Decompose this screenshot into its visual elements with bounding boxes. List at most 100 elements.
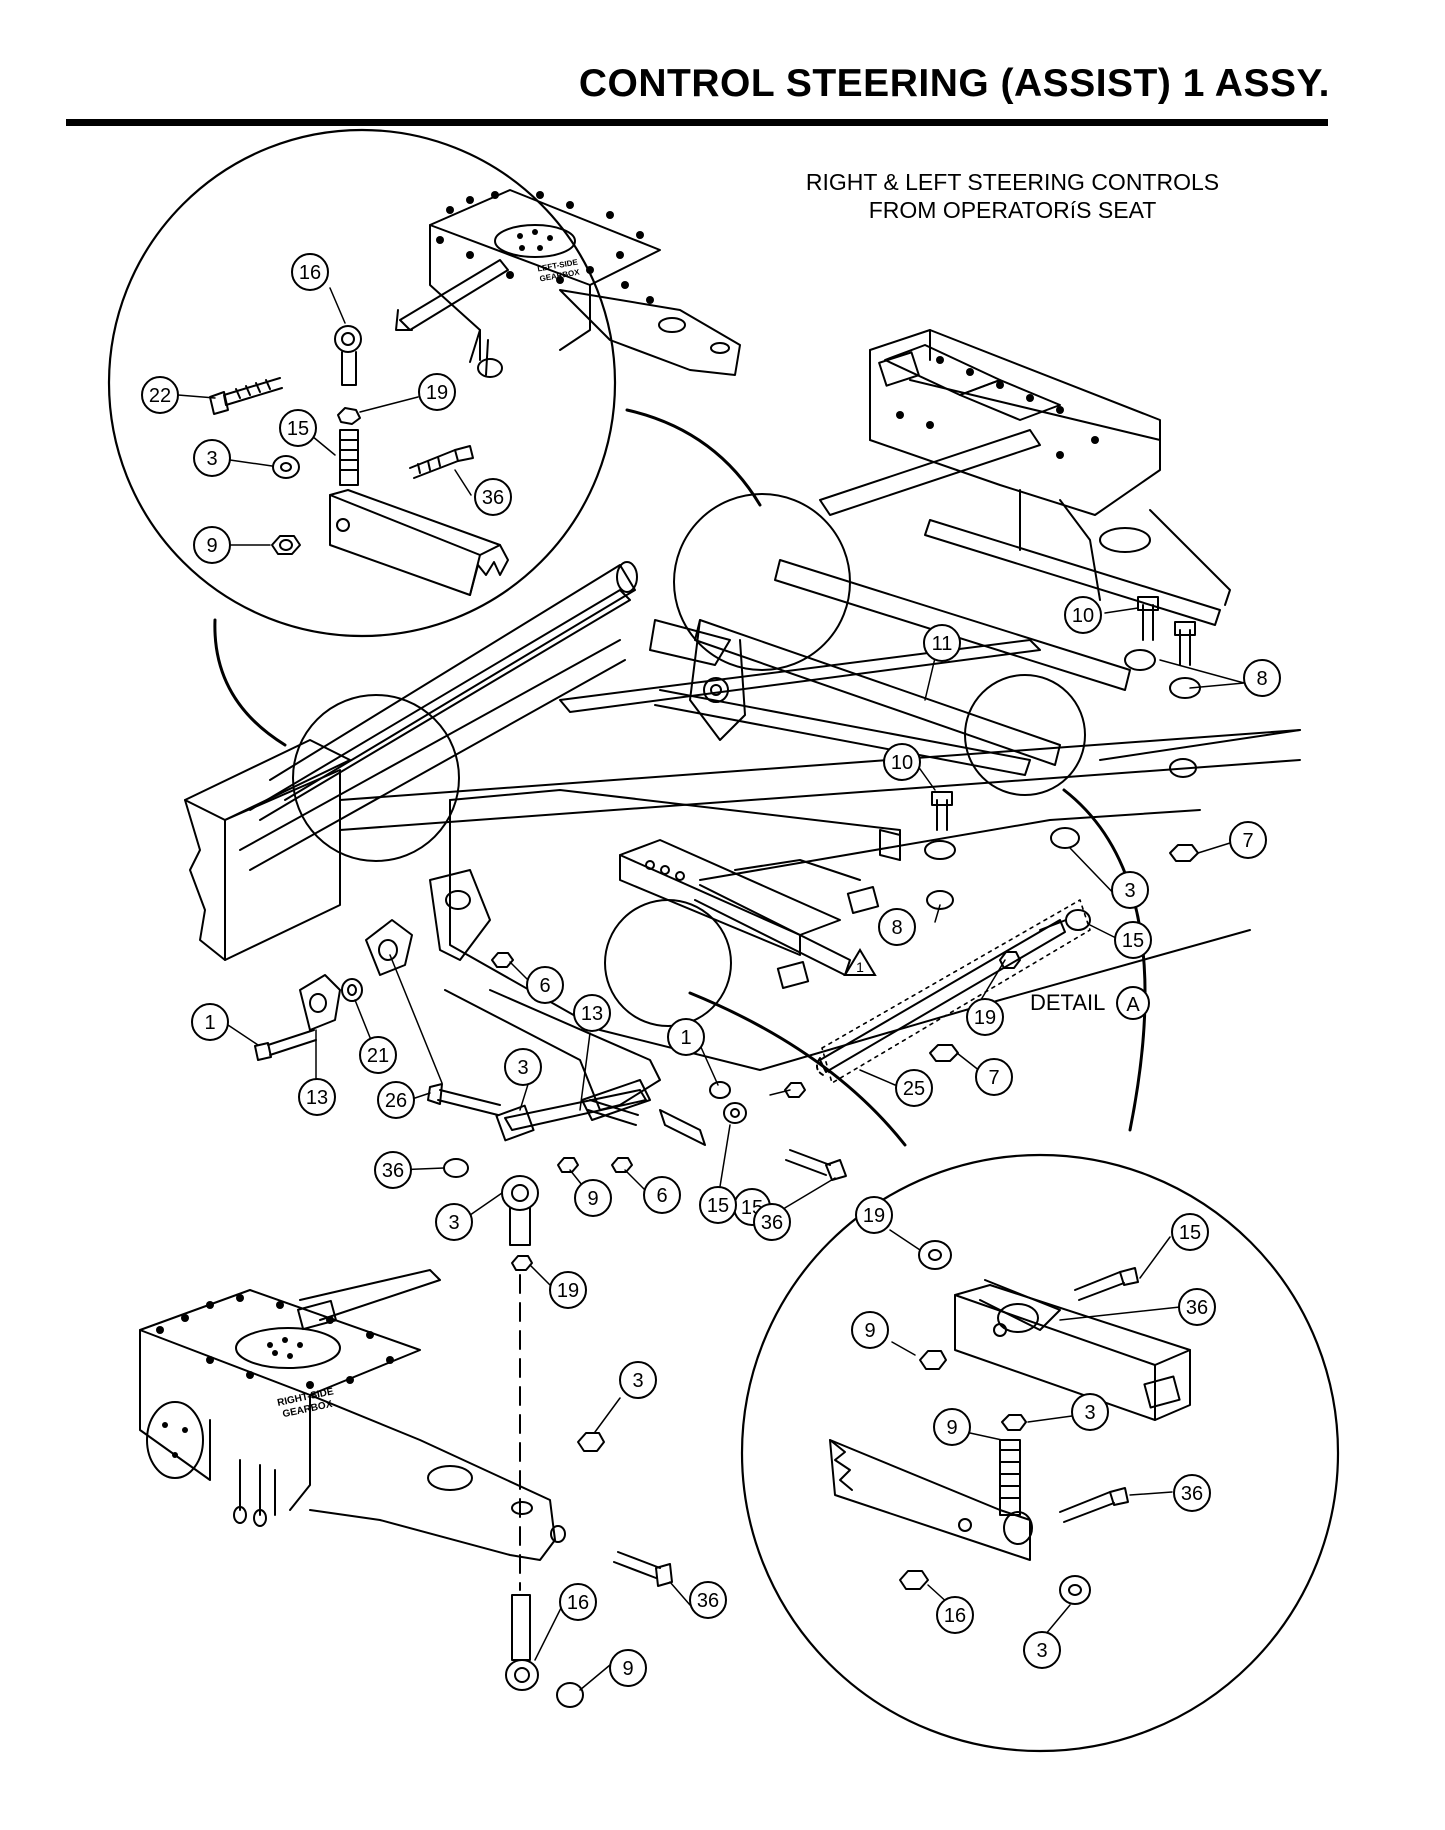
callout-number: 15 <box>287 418 309 440</box>
callout-number: 15 <box>1179 1222 1201 1244</box>
callout-3: 3 <box>619 1361 657 1399</box>
callout-number: 3 <box>206 448 217 470</box>
callout-number: 3 <box>1036 1640 1047 1662</box>
callout-number: 7 <box>1242 830 1253 852</box>
callout-3: 3 <box>1023 1631 1061 1669</box>
callout-balloon <box>1071 1393 1109 1431</box>
callout-10: 10 <box>883 743 921 781</box>
bolt-36-top <box>409 445 474 479</box>
callout-balloon <box>851 1311 889 1349</box>
callout-number: 13 <box>581 1003 603 1025</box>
callout-number: 36 <box>382 1160 404 1182</box>
callout-balloon <box>359 1036 397 1074</box>
bolt-1-left <box>254 1029 317 1061</box>
callout-number: 11 <box>932 633 953 655</box>
callout-number: 9 <box>864 1320 875 1342</box>
callout-number: 25 <box>903 1078 925 1100</box>
flange-13b <box>299 974 341 1031</box>
callout-9: 9 <box>851 1311 889 1349</box>
callout-balloon <box>883 743 921 781</box>
callout-number: 36 <box>697 1590 719 1612</box>
rod-end-16-bottom <box>505 1594 539 1691</box>
callout-6: 6 <box>643 1176 681 1214</box>
callout-10: 10 <box>1064 596 1102 634</box>
callout-3: 3 <box>435 1203 473 1241</box>
callout-balloon <box>374 1151 412 1189</box>
callout-balloon <box>1064 596 1102 634</box>
callout-balloon <box>298 1078 336 1116</box>
callout-3: 3 <box>1111 871 1149 909</box>
callout-15: 15 <box>699 1186 737 1224</box>
diagram-caption: RIGHT & LEFT STEERING CONTROLS FROM OPER… <box>760 168 1265 224</box>
callout-number: 16 <box>944 1605 966 1627</box>
callout-balloon <box>191 1003 229 1041</box>
washer-3-bottom <box>556 1682 584 1708</box>
callout-19: 19 <box>966 998 1004 1036</box>
title-rule <box>66 119 1328 126</box>
callout-balloon <box>435 1203 473 1241</box>
nut-6-frame <box>491 952 514 968</box>
callout-number: 9 <box>206 535 217 557</box>
callout-number: 16 <box>567 1592 589 1614</box>
callout-7: 7 <box>1229 821 1267 859</box>
frame-plate-left-bracket <box>429 869 491 961</box>
callout-number: 15 <box>1122 930 1144 952</box>
callout-balloon <box>526 966 564 1004</box>
callout-number: 7 <box>988 1067 999 1089</box>
nut-19-detail <box>1001 1414 1027 1431</box>
bolt-10-center <box>931 791 953 831</box>
right-side-gearbox-drawing <box>139 1269 566 1561</box>
nut-19-detail-a <box>999 951 1021 969</box>
upper-console-bolts <box>896 356 1099 459</box>
washer-3-detail-lower <box>1059 1575 1091 1605</box>
callout-16: 16 <box>559 1583 597 1621</box>
callout-number: 3 <box>517 1057 528 1079</box>
nut-9-detail-lower <box>899 1570 929 1590</box>
callout-number: 15 <box>707 1195 729 1217</box>
detail-marker-letter: A <box>1126 994 1140 1016</box>
callout-36: 36 <box>1178 1288 1216 1326</box>
callout-19: 19 <box>855 1196 893 1234</box>
washer-3-top <box>272 455 300 479</box>
callout-36: 36 <box>753 1203 791 1241</box>
callout-balloon <box>1114 921 1152 959</box>
arm-bracket-detail-lower <box>829 1439 1033 1561</box>
zoom-circle-upper <box>673 493 851 671</box>
bolt-1-lower <box>587 1099 639 1126</box>
callout-balloon <box>643 1176 681 1214</box>
callout-balloon <box>418 373 456 411</box>
callout-number: 1 <box>680 1027 691 1049</box>
left-side-gearbox-drawing <box>395 189 741 378</box>
detail-triangle-marker: 1 <box>843 948 877 976</box>
zoom-circle-right <box>964 674 1086 796</box>
bolt-36-detail-lower <box>1059 1487 1129 1523</box>
callout-balloon <box>474 478 512 516</box>
steering-arms-upper <box>649 559 1131 766</box>
callout-balloon <box>279 409 317 447</box>
rod-15-top <box>339 429 359 486</box>
bolt-36-lower-right <box>785 1149 847 1181</box>
callout-19: 19 <box>418 373 456 411</box>
callout-21: 21 <box>359 1036 397 1074</box>
bolt-36-gearbox <box>613 1551 673 1587</box>
callout-1: 1 <box>191 1003 229 1041</box>
detail-a-label: DETAIL A <box>1030 986 1150 1020</box>
callout-8: 8 <box>1243 659 1281 697</box>
callout-3: 3 <box>193 439 231 477</box>
callout-balloon <box>895 1069 933 1107</box>
bushing-21 <box>341 978 363 1002</box>
lower-assist-linkage <box>444 989 706 1146</box>
washer-3-middle <box>709 1081 731 1099</box>
callout-36: 36 <box>689 1581 727 1619</box>
leader-arc-middle <box>688 991 907 1147</box>
detail-label-text: DETAIL <box>1030 990 1105 1015</box>
callout-number: 3 <box>448 1212 459 1234</box>
callout-9: 9 <box>933 1408 971 1446</box>
callout-3: 3 <box>504 1048 542 1086</box>
callout-balloon <box>855 1196 893 1234</box>
callout-balloon <box>699 1186 737 1224</box>
nut-7-upper <box>1169 844 1199 862</box>
detail-circle-left-gearbox <box>107 128 617 638</box>
